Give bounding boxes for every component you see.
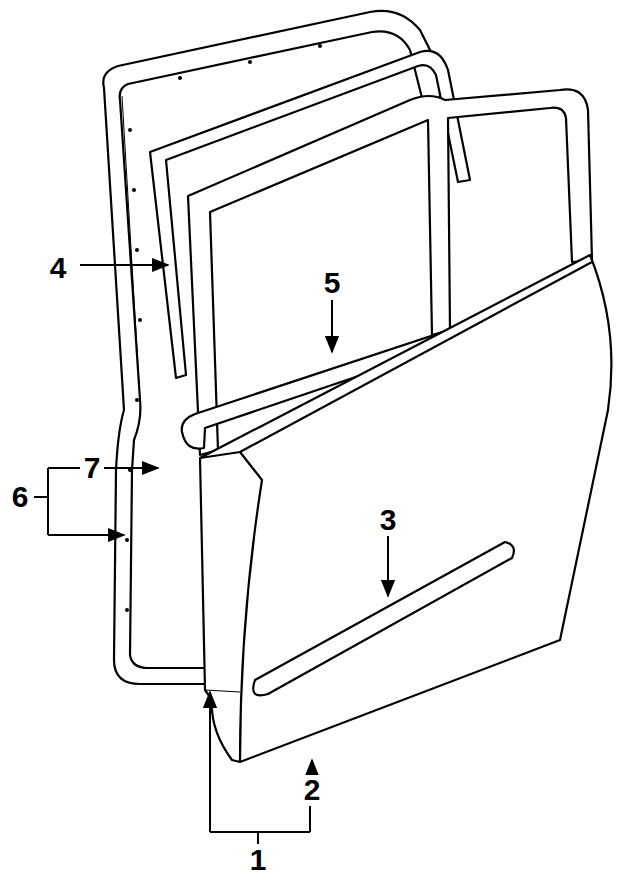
callout-number: 1 bbox=[248, 845, 269, 875]
callout-number: 5 bbox=[322, 268, 343, 298]
callout-number: 4 bbox=[48, 253, 69, 283]
callout-number: 7 bbox=[82, 453, 103, 483]
callout-number: 3 bbox=[378, 505, 399, 535]
callout-number: 2 bbox=[302, 775, 323, 805]
callout-number: 6 bbox=[10, 482, 31, 512]
